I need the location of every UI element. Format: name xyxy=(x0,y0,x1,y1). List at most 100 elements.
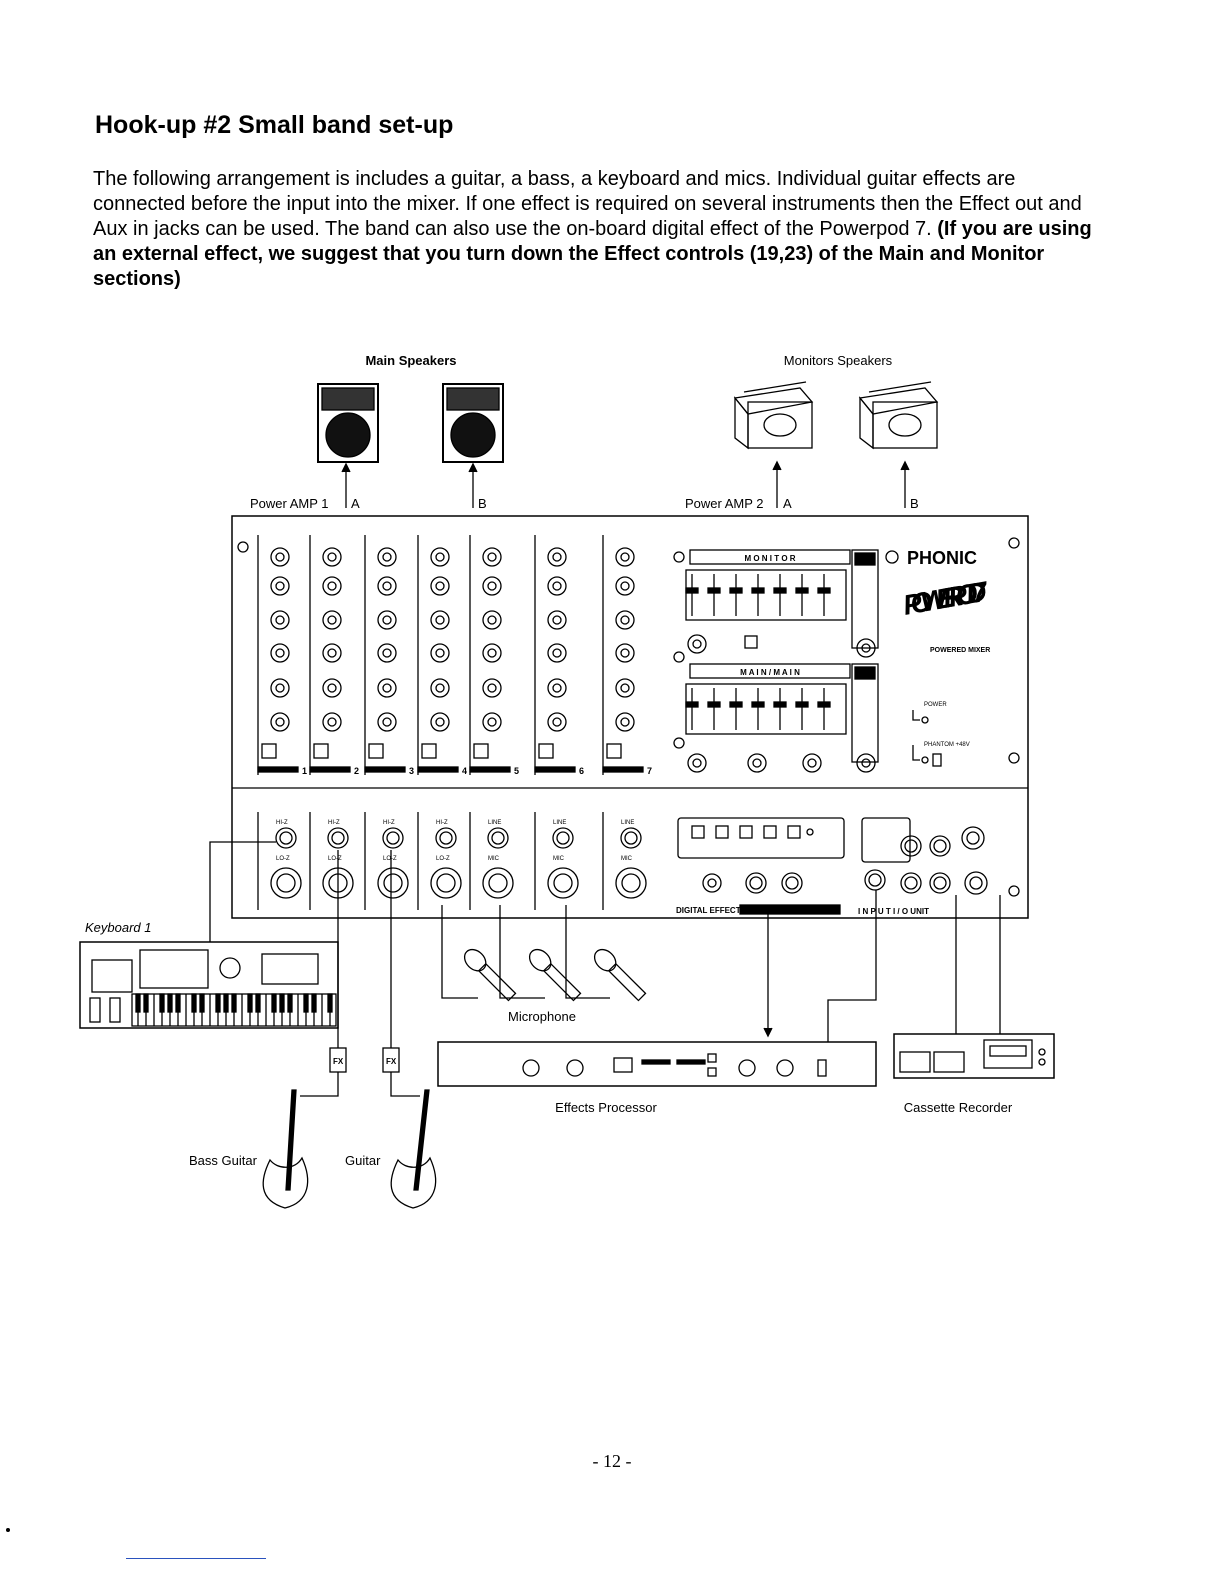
knob xyxy=(482,547,502,567)
input-type-label: MIC xyxy=(488,856,500,862)
powerpod-logo: POWER POD 7 xyxy=(901,575,991,621)
amp2-out-b: B xyxy=(910,496,919,511)
knob xyxy=(482,712,502,732)
mute-button xyxy=(606,743,622,759)
input-type-label: LO-Z xyxy=(328,856,342,862)
knob xyxy=(377,678,397,698)
knob xyxy=(615,678,635,698)
knob xyxy=(322,643,342,663)
channel-strip-5: 5 xyxy=(469,535,519,776)
knob xyxy=(322,547,342,567)
input-type-label: HI-Z xyxy=(383,820,395,826)
monitor-section: M O N I T O R xyxy=(673,549,876,663)
knob xyxy=(615,547,635,567)
channel-strip-7: 7 xyxy=(602,535,652,776)
knob xyxy=(270,610,290,630)
microphones xyxy=(441,905,647,1002)
channel-number: 6 xyxy=(579,766,584,776)
input-output-panel: I N P U T I / O UNIT xyxy=(858,817,988,916)
main-speaker-left xyxy=(317,383,379,463)
input-type-label: LO-Z xyxy=(383,856,397,862)
knob xyxy=(547,576,567,596)
quarter-inch-jack xyxy=(382,827,404,849)
main-speaker-right xyxy=(442,383,504,463)
knob xyxy=(377,643,397,663)
effects-processor-label: Effects Processor xyxy=(555,1100,657,1115)
input-strip-4: HI-ZLO-Z xyxy=(417,812,462,910)
bass-fx-pedal: FX xyxy=(329,1047,347,1073)
level-meters xyxy=(851,549,879,763)
xlr-jack xyxy=(547,867,579,899)
svg-text:FX: FX xyxy=(333,1057,344,1066)
footer-rule xyxy=(126,1558,266,1559)
channel-number: 1 xyxy=(302,766,307,776)
knob xyxy=(482,678,502,698)
xlr-jack xyxy=(615,867,647,899)
margin-dot xyxy=(6,1528,10,1532)
page-number: - 12 - xyxy=(592,1451,632,1471)
quarter-inch-jack xyxy=(552,827,574,849)
intro-paragraph: The following arrangement is includes a … xyxy=(93,167,1093,292)
channel-number: 7 xyxy=(647,766,652,776)
digital-effect-label: DIGITAL EFFECT xyxy=(676,906,741,915)
main-graphic-eq xyxy=(685,688,831,730)
knob xyxy=(377,576,397,596)
input-strip-2: HI-ZLO-Z xyxy=(309,812,354,910)
knob xyxy=(482,643,502,663)
knob xyxy=(322,678,342,698)
quarter-inch-jack xyxy=(327,827,349,849)
bass-guitar-label: Bass Guitar xyxy=(189,1153,258,1168)
mute-button xyxy=(421,743,437,759)
main-section-label: M A I N / M A I N xyxy=(740,668,800,677)
input-type-label: LO-Z xyxy=(276,856,290,862)
knob xyxy=(270,678,290,698)
knob xyxy=(482,610,502,630)
knob xyxy=(547,610,567,630)
input-strip-1: HI-ZLO-Z xyxy=(257,812,302,910)
channel-number: 3 xyxy=(409,766,414,776)
knob xyxy=(430,643,450,663)
input-type-label: MIC xyxy=(621,856,633,862)
knob xyxy=(547,712,567,732)
knob xyxy=(615,576,635,596)
knob xyxy=(430,576,450,596)
knob xyxy=(547,678,567,698)
guitar-fx-pedal: FX xyxy=(382,1047,400,1073)
main-section: M A I N / M A I N xyxy=(673,663,876,773)
quarter-inch-jack xyxy=(275,827,297,849)
input-output-label: I N P U T I / O UNIT xyxy=(858,907,929,916)
channel-number: 4 xyxy=(462,766,467,776)
knob xyxy=(430,712,450,732)
mute-button xyxy=(473,743,489,759)
input-type-label: MIC xyxy=(553,856,565,862)
knob xyxy=(270,643,290,663)
knob xyxy=(377,547,397,567)
intro-text: The following arrangement is includes a … xyxy=(93,168,1082,240)
knob xyxy=(615,712,635,732)
quarter-inch-jack xyxy=(435,827,457,849)
input-strips: HI-ZLO-ZHI-ZLO-ZHI-ZLO-ZHI-ZLO-ZLINEMICL… xyxy=(257,812,647,910)
effects-processor xyxy=(437,1041,877,1087)
main-speakers-label: Main Speakers xyxy=(365,353,456,368)
intro-warning: (If you are using an external effect, we… xyxy=(93,218,1092,290)
monitor-graphic-eq xyxy=(685,574,831,616)
knob xyxy=(430,610,450,630)
knob xyxy=(322,576,342,596)
electric-guitar xyxy=(390,1089,437,1209)
power-amp-1-label: Power AMP 1 xyxy=(250,496,329,511)
power-amp-2-label: Power AMP 2 xyxy=(685,496,764,511)
channel-strip-1: 1 xyxy=(257,535,307,776)
guitar-label: Guitar xyxy=(345,1153,381,1168)
input-type-label: LINE xyxy=(621,820,634,826)
channel-strip-3: 3 xyxy=(364,535,414,776)
knob xyxy=(270,547,290,567)
quarter-inch-jack xyxy=(487,827,509,849)
phantom-switch-label: PHANTOM +48V xyxy=(924,742,970,748)
cassette-recorder xyxy=(893,1033,1055,1079)
powered-mixer-label: POWERED MIXER xyxy=(930,647,990,654)
knob xyxy=(322,610,342,630)
quarter-inch-jack xyxy=(620,827,642,849)
